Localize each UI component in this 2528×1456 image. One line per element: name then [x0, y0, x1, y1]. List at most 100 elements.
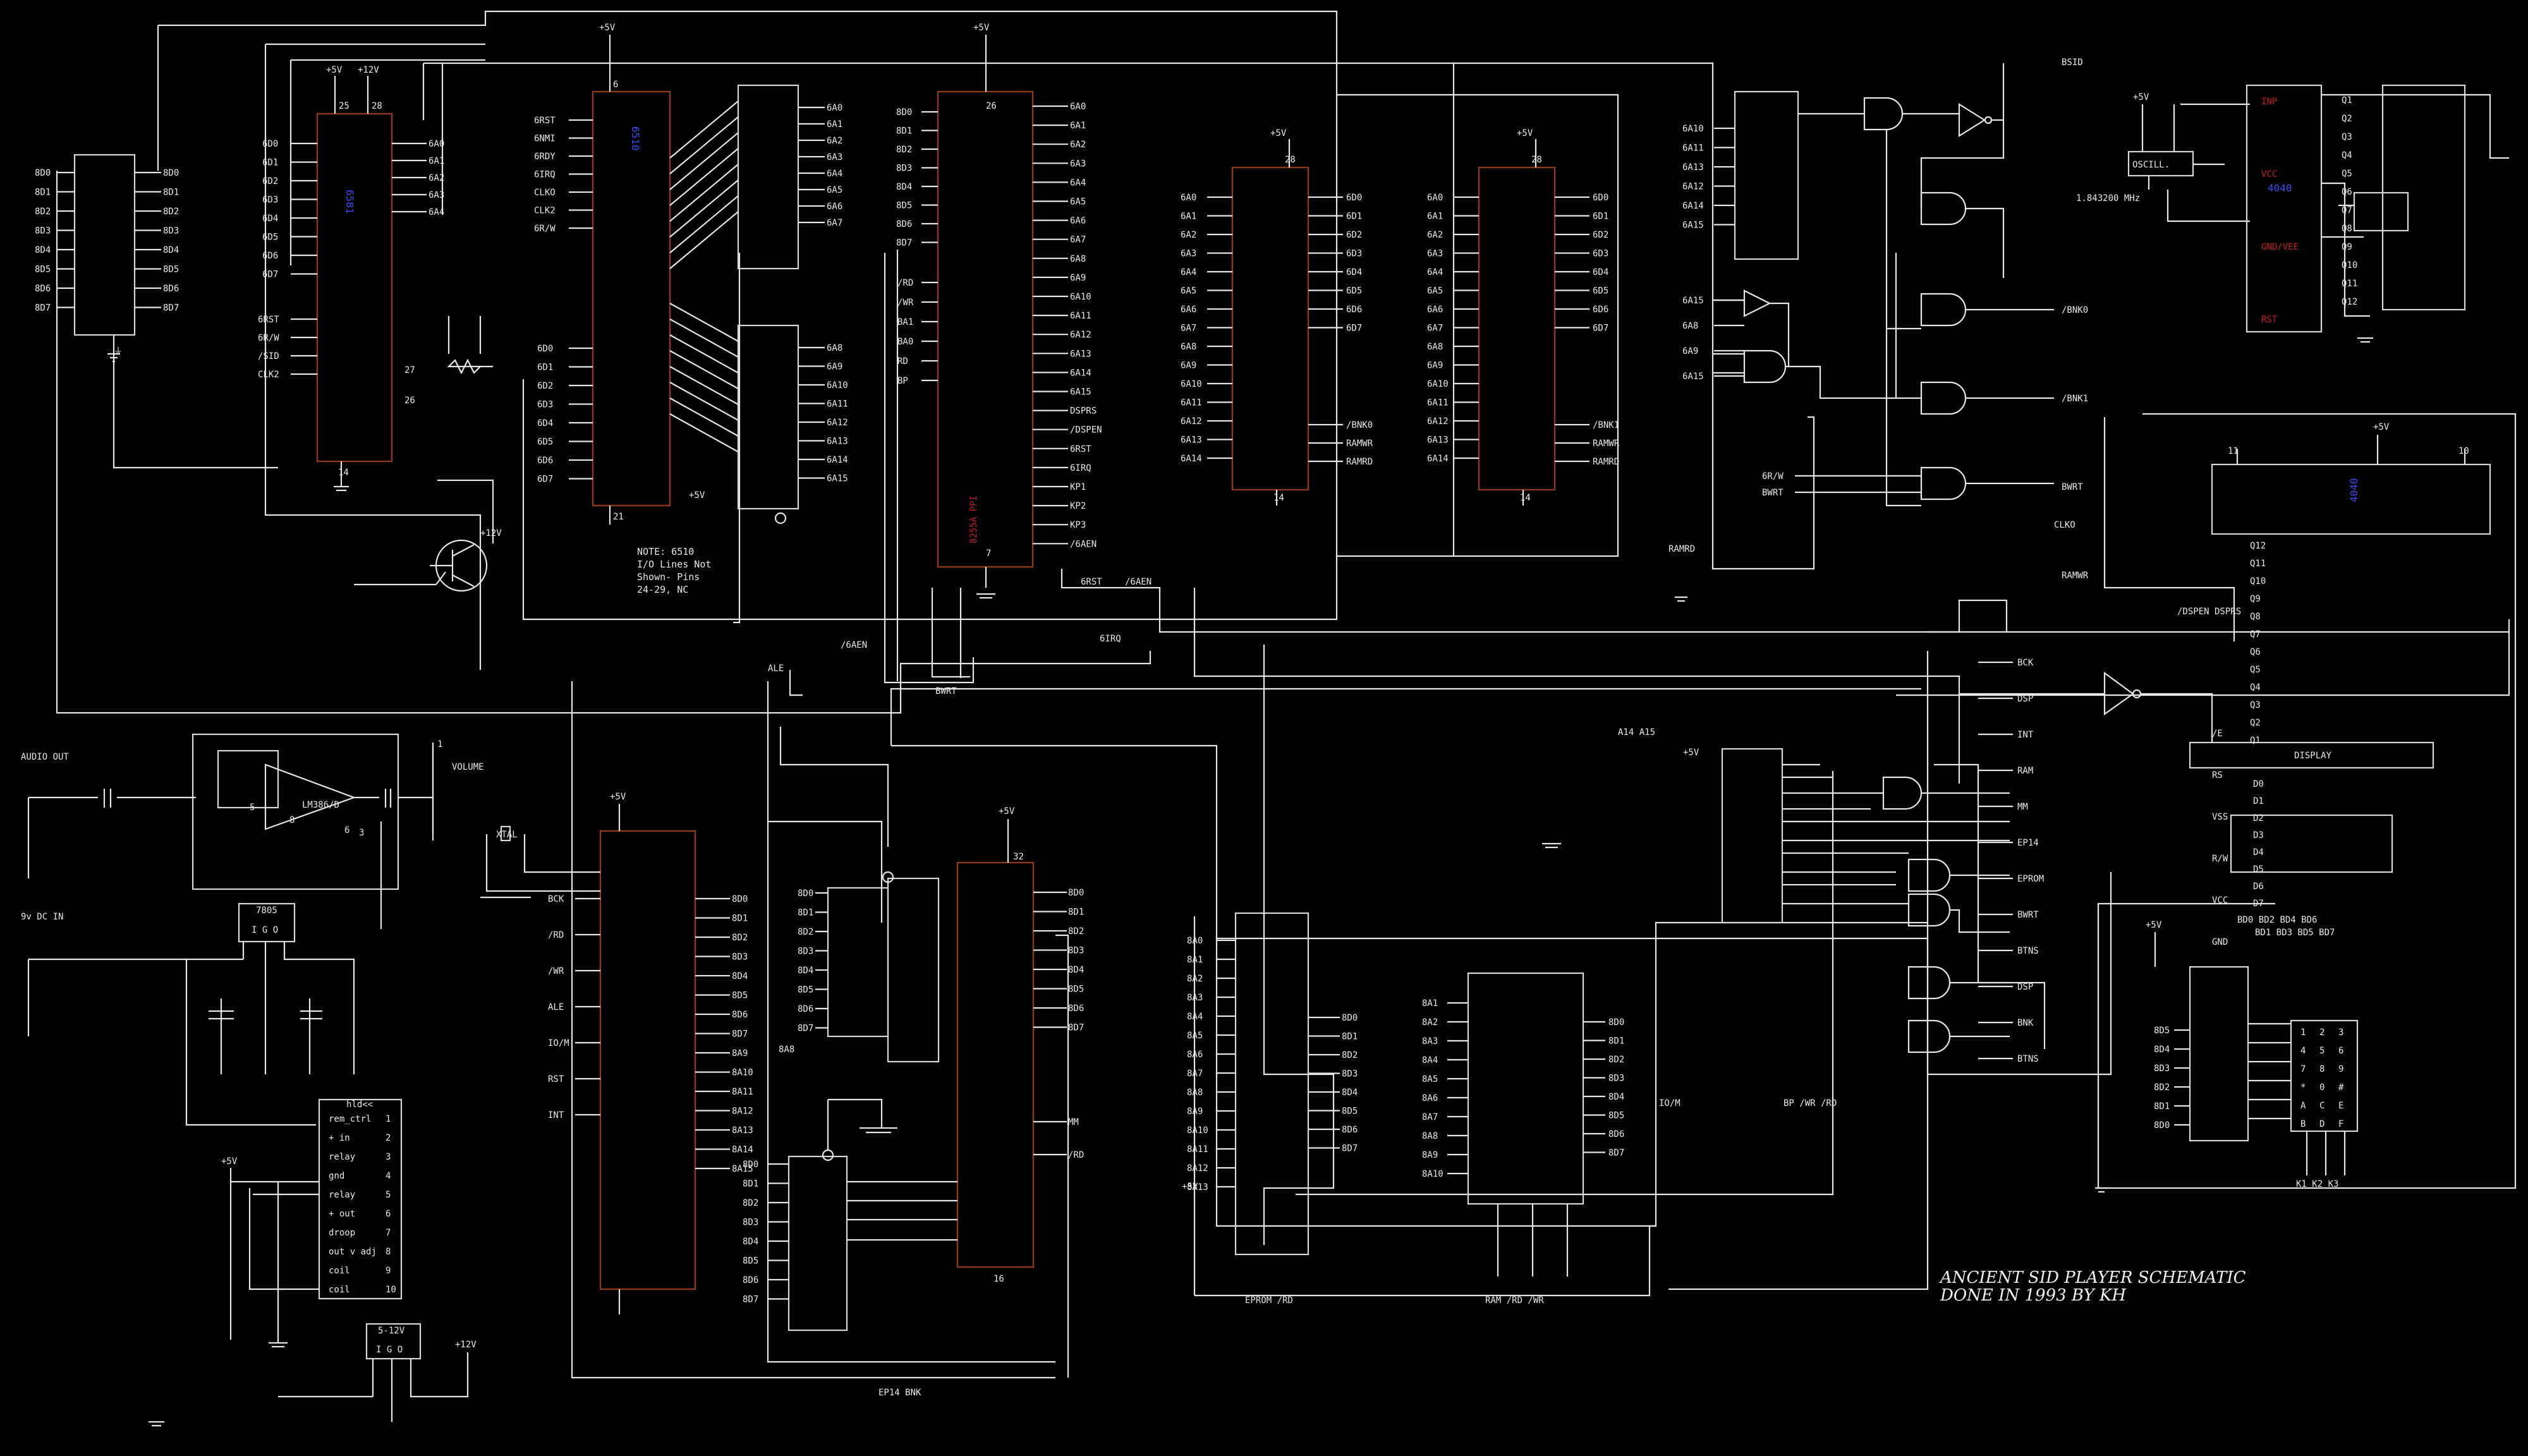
- latch-in-0: 8D0: [798, 889, 813, 899]
- ppi-port-10: 6A10: [1070, 292, 1091, 302]
- disp-data-4: D4: [2253, 847, 2264, 858]
- dc-in-label: 9v DC IN: [21, 912, 63, 922]
- disp-data-7: D7: [2253, 899, 2264, 909]
- cnt1-q-7: Q8: [2342, 224, 2352, 234]
- ppi-data-7: 8D7: [896, 238, 912, 248]
- ppi-ctrl-4: RD: [897, 356, 908, 367]
- bsid-label: BSID: [2062, 58, 2083, 68]
- ctl-sig-8: BTNS: [2017, 946, 2039, 956]
- kbd-data-4: 8D1: [2154, 1101, 2170, 1112]
- cnt2-q-3: Q9: [2250, 594, 2261, 604]
- cnt1-q-11: Q12: [2342, 297, 2357, 307]
- cnt2-q-2: Q10: [2250, 576, 2266, 586]
- ppi-ctrl-0: /RD: [897, 278, 913, 288]
- sid-ctrl-2: /SID: [258, 351, 279, 361]
- eprom-data-2: 8D2: [1342, 1050, 1358, 1060]
- keypad-key-9: *: [2300, 1083, 2306, 1093]
- ram0-addr-12: 6A12: [1181, 416, 1202, 427]
- display-bd-even: BD0 BD2 BD4 BD6: [2237, 915, 2317, 925]
- cpu-addr-lo-3: 6A11: [827, 399, 848, 410]
- ram0-ctrl-0: /BNK0: [1346, 420, 1373, 430]
- eprom-data-0: 8D0: [1342, 1013, 1358, 1023]
- eprom-addr-0: 8A0: [1187, 936, 1203, 946]
- ram0-addr-14: 6A14: [1181, 454, 1202, 464]
- mcu-bus-10: 8A11: [732, 1087, 753, 1097]
- cnt1-q-10: Q11: [2342, 279, 2357, 289]
- mcu-bus-0: 8D0: [732, 894, 748, 904]
- cpu-ctrl-4: CLKO: [534, 188, 556, 198]
- keypad-key-3: 4: [2300, 1046, 2306, 1056]
- eprom-addr-3: 8A3: [1187, 993, 1203, 1003]
- mcu-bus-6: 8D6: [732, 1010, 748, 1020]
- dec-aux-2: 6A9: [1682, 346, 1698, 356]
- ctl-sig-10: BNK: [2017, 1018, 2034, 1028]
- relay-row-pin-0: 1: [386, 1114, 391, 1124]
- ram1-addr-1: 6A1: [1427, 212, 1443, 222]
- control-decoder: A14 A15 +5V BCKDSPINTRAMMMEP14EPROMBWRTB…: [1618, 658, 2044, 1108]
- ppi-port-6: 6A6: [1070, 216, 1086, 226]
- sram-data-6: 8D6: [1608, 1129, 1624, 1139]
- eprom-addr-1: 8A1: [1187, 955, 1203, 965]
- counter-4040-name: 4040: [2268, 182, 2292, 194]
- bank-data-2: 8D2: [1068, 926, 1084, 937]
- note-line-1: NOTE: 6510: [637, 546, 694, 557]
- bank-in-0: 8D0: [743, 1160, 758, 1170]
- bp-wr-rd-label: BP /WR /RD: [1784, 1098, 1837, 1108]
- ctl-sig-4: MM: [2017, 802, 2028, 812]
- ram1-addr-4: 6A4: [1427, 267, 1443, 277]
- sram-addr-1: 8A2: [1422, 1017, 1438, 1028]
- cnt2-q-8: Q4: [2250, 682, 2261, 693]
- ppi-data-1: 8D1: [896, 126, 912, 136]
- ppi-port-8: 6A8: [1070, 254, 1086, 264]
- ram0-addr-0: 6A0: [1181, 193, 1196, 203]
- ppi-6rst-label: 6RST: [1081, 577, 1102, 587]
- sram-data-1: 8D1: [1608, 1036, 1624, 1046]
- dec-aux-1: 6A8: [1682, 321, 1698, 331]
- ram0-addr-3: 6A3: [1181, 249, 1196, 259]
- xtal-label: XTAL: [496, 830, 518, 840]
- cpu-addr-hi-5: 6A5: [827, 185, 842, 195]
- cpu-6510-chip: 6510 +5V 6 21 6RST6NMI6RDY6IRQCLKOCLK26R…: [534, 23, 848, 595]
- dec-in-5: 6A15: [1682, 221, 1704, 231]
- ram1-addr-0: 6A0: [1427, 193, 1443, 203]
- ram1-data-6: 6D6: [1593, 305, 1608, 315]
- ppi-port-0: 6A0: [1070, 102, 1086, 112]
- schematic-title-line2: DONE IN 1993 BY KH: [1940, 1286, 2127, 1305]
- disp-ctrl-0: /E: [2212, 729, 2223, 739]
- cnt1-q-9: Q10: [2342, 260, 2357, 270]
- ram1-addr-7: 6A7: [1427, 324, 1443, 334]
- ppi-ctrl-1: /WR: [897, 298, 914, 308]
- note-line-4: 24-29, NC: [637, 584, 688, 595]
- sid-vdd-label: +5V: [326, 65, 343, 75]
- keypad-key-4: 5: [2319, 1046, 2324, 1056]
- relay-row-pin-9: 10: [386, 1285, 396, 1295]
- cnt2-q-11: Q1: [2250, 736, 2261, 746]
- dec-in-2: 6A13: [1682, 162, 1704, 173]
- mcu-ctrl-0: BCK: [548, 894, 564, 904]
- sram-addr-8: 8A9: [1422, 1150, 1438, 1160]
- left-bus-in-2: 8D2: [35, 207, 51, 217]
- left-bus-in-4: 8D4: [35, 245, 51, 255]
- cpu-addr-lo-2: 6A10: [827, 380, 848, 391]
- ctl-sig-5: EP14: [2017, 838, 2039, 848]
- disp-data-6: D6: [2253, 882, 2264, 892]
- sid-data-0: 6D0: [262, 139, 278, 149]
- relay-row-pin-8: 9: [386, 1266, 391, 1276]
- ramrd-bottom-label: RAMRD: [1668, 544, 1695, 554]
- left-bus-out-2: 8D2: [163, 207, 179, 217]
- display-bd-odd: BD1 BD3 BD5 BD7: [2255, 928, 2335, 938]
- cnt1-ctrl-3: RST: [2261, 315, 2278, 325]
- cnt1-q-0: Q1: [2342, 95, 2352, 106]
- ram0-addr-7: 6A7: [1181, 324, 1196, 334]
- left-bus-in-1: 8D1: [35, 188, 51, 198]
- ram0-addr-8: 6A8: [1181, 342, 1196, 352]
- relay-row-name-6: droop: [329, 1228, 355, 1238]
- ppi-data-4: 8D4: [896, 182, 912, 192]
- cpu-chip-name: 6510: [629, 126, 641, 151]
- ppi-ctrl-2: BA1: [897, 317, 913, 327]
- ctl-sig-7: BWRT: [2017, 910, 2039, 920]
- svg-text:32: 32: [1013, 852, 1024, 862]
- latch-in-2: 8D2: [798, 927, 813, 937]
